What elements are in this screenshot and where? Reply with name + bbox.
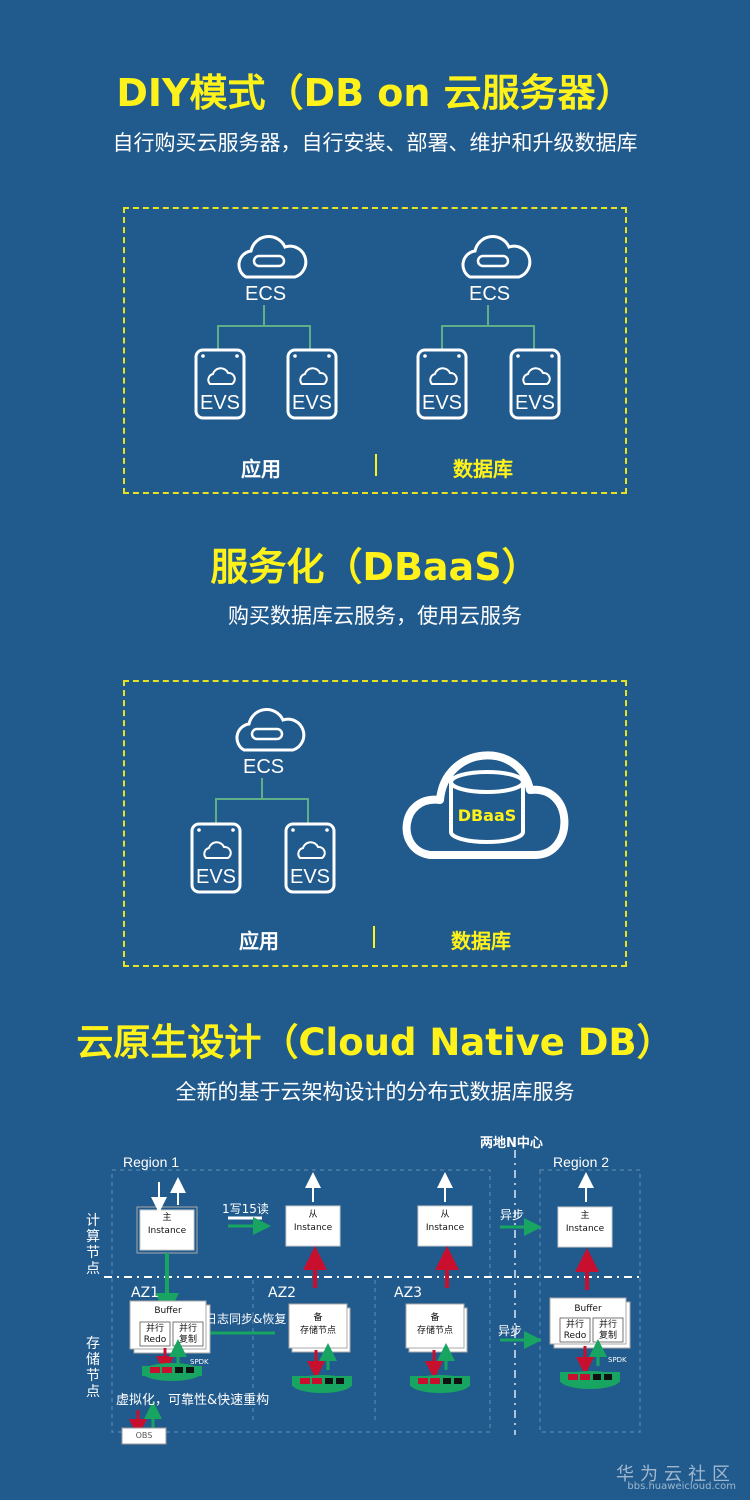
- watermark-name: 华为云社区: [616, 1464, 736, 1485]
- evs-label: EVS: [292, 392, 333, 414]
- dbaas-diagram: [190, 708, 569, 948]
- spdk-label: SPDK: [608, 1356, 627, 1364]
- watermark-url: bbs.huaweicloud.com: [627, 1481, 736, 1492]
- section-title-native: 云原生设计（Cloud Native DB）: [76, 1021, 674, 1064]
- database-icon: [449, 770, 525, 844]
- dbaas-diagram-box: [123, 680, 627, 967]
- two-site-label: 两地N中心: [480, 1136, 543, 1151]
- az1-label: AZ1: [131, 1285, 160, 1301]
- evs-disk-icon: [284, 822, 336, 894]
- region2-label: Region 2: [553, 1154, 610, 1170]
- evs-disk-icon: [416, 348, 468, 420]
- dbaas-label: DBaaS: [457, 806, 517, 825]
- cloud-icon: [402, 751, 569, 859]
- rw-label: 1写15读: [222, 1202, 269, 1216]
- section-subtitle-diy: 自行购买云服务器，自行安装、部署、维护和升级数据库: [112, 131, 638, 155]
- evs-disk-icon: [286, 348, 338, 420]
- buffer-label: Buffer: [574, 1304, 602, 1314]
- diy-diagram-box: [123, 207, 627, 494]
- app-caption: 应用: [241, 457, 281, 481]
- buffer-label: Buffer: [154, 1306, 182, 1316]
- db-caption: 数据库: [453, 457, 513, 481]
- ecs-label: ECS: [245, 283, 287, 305]
- async-label: 异步: [498, 1324, 523, 1338]
- cloud-icon: [235, 708, 306, 752]
- evs-label: EVS: [200, 392, 241, 414]
- evs-label: EVS: [290, 866, 331, 888]
- cloud-icon: [237, 235, 308, 279]
- evs-disk-icon: [194, 348, 246, 420]
- evs-label: EVS: [515, 392, 556, 414]
- region1-label: Region 1: [123, 1154, 180, 1170]
- async-label: 异步: [500, 1208, 525, 1222]
- backup-storage: 备存储节点: [416, 1313, 453, 1336]
- az2-label: AZ2: [268, 1285, 297, 1301]
- parallel-copy: 并行复制: [178, 1324, 197, 1345]
- section-subtitle-dbaas: 购买数据库云服务，使用云服务: [228, 604, 522, 628]
- cloud-icon: [461, 235, 532, 279]
- section-title-dbaas: 服务化（DBaaS）: [210, 545, 540, 589]
- obs-label: OBS: [135, 1431, 153, 1440]
- evs-disk-icon: [509, 348, 561, 420]
- storage-node-label: 存储节点: [86, 1336, 100, 1400]
- backup-storage: 备存储节点: [299, 1313, 336, 1336]
- section-subtitle-native: 全新的基于云架构设计的分布式数据库服务: [175, 1080, 575, 1104]
- ecs-label: ECS: [243, 756, 285, 778]
- log-sync-label: 日志同步&恢复: [205, 1312, 287, 1326]
- app-caption: 应用: [239, 929, 279, 953]
- virtualization-label: 虚拟化，可靠性&快速重构: [116, 1393, 270, 1408]
- az3-label: AZ3: [394, 1285, 423, 1301]
- compute-node-label: 计算节点: [86, 1213, 100, 1277]
- diy-diagram: [194, 235, 561, 476]
- parallel-copy: 并行复制: [598, 1320, 617, 1341]
- section-title-diy: DIY模式（DB on 云服务器）: [116, 71, 634, 115]
- db-caption: 数据库: [451, 929, 511, 953]
- ecs-label: ECS: [469, 283, 511, 305]
- spdk-label: SPDK: [190, 1358, 209, 1366]
- evs-label: EVS: [196, 866, 237, 888]
- evs-label: EVS: [422, 392, 463, 414]
- evs-disk-icon: [190, 822, 242, 894]
